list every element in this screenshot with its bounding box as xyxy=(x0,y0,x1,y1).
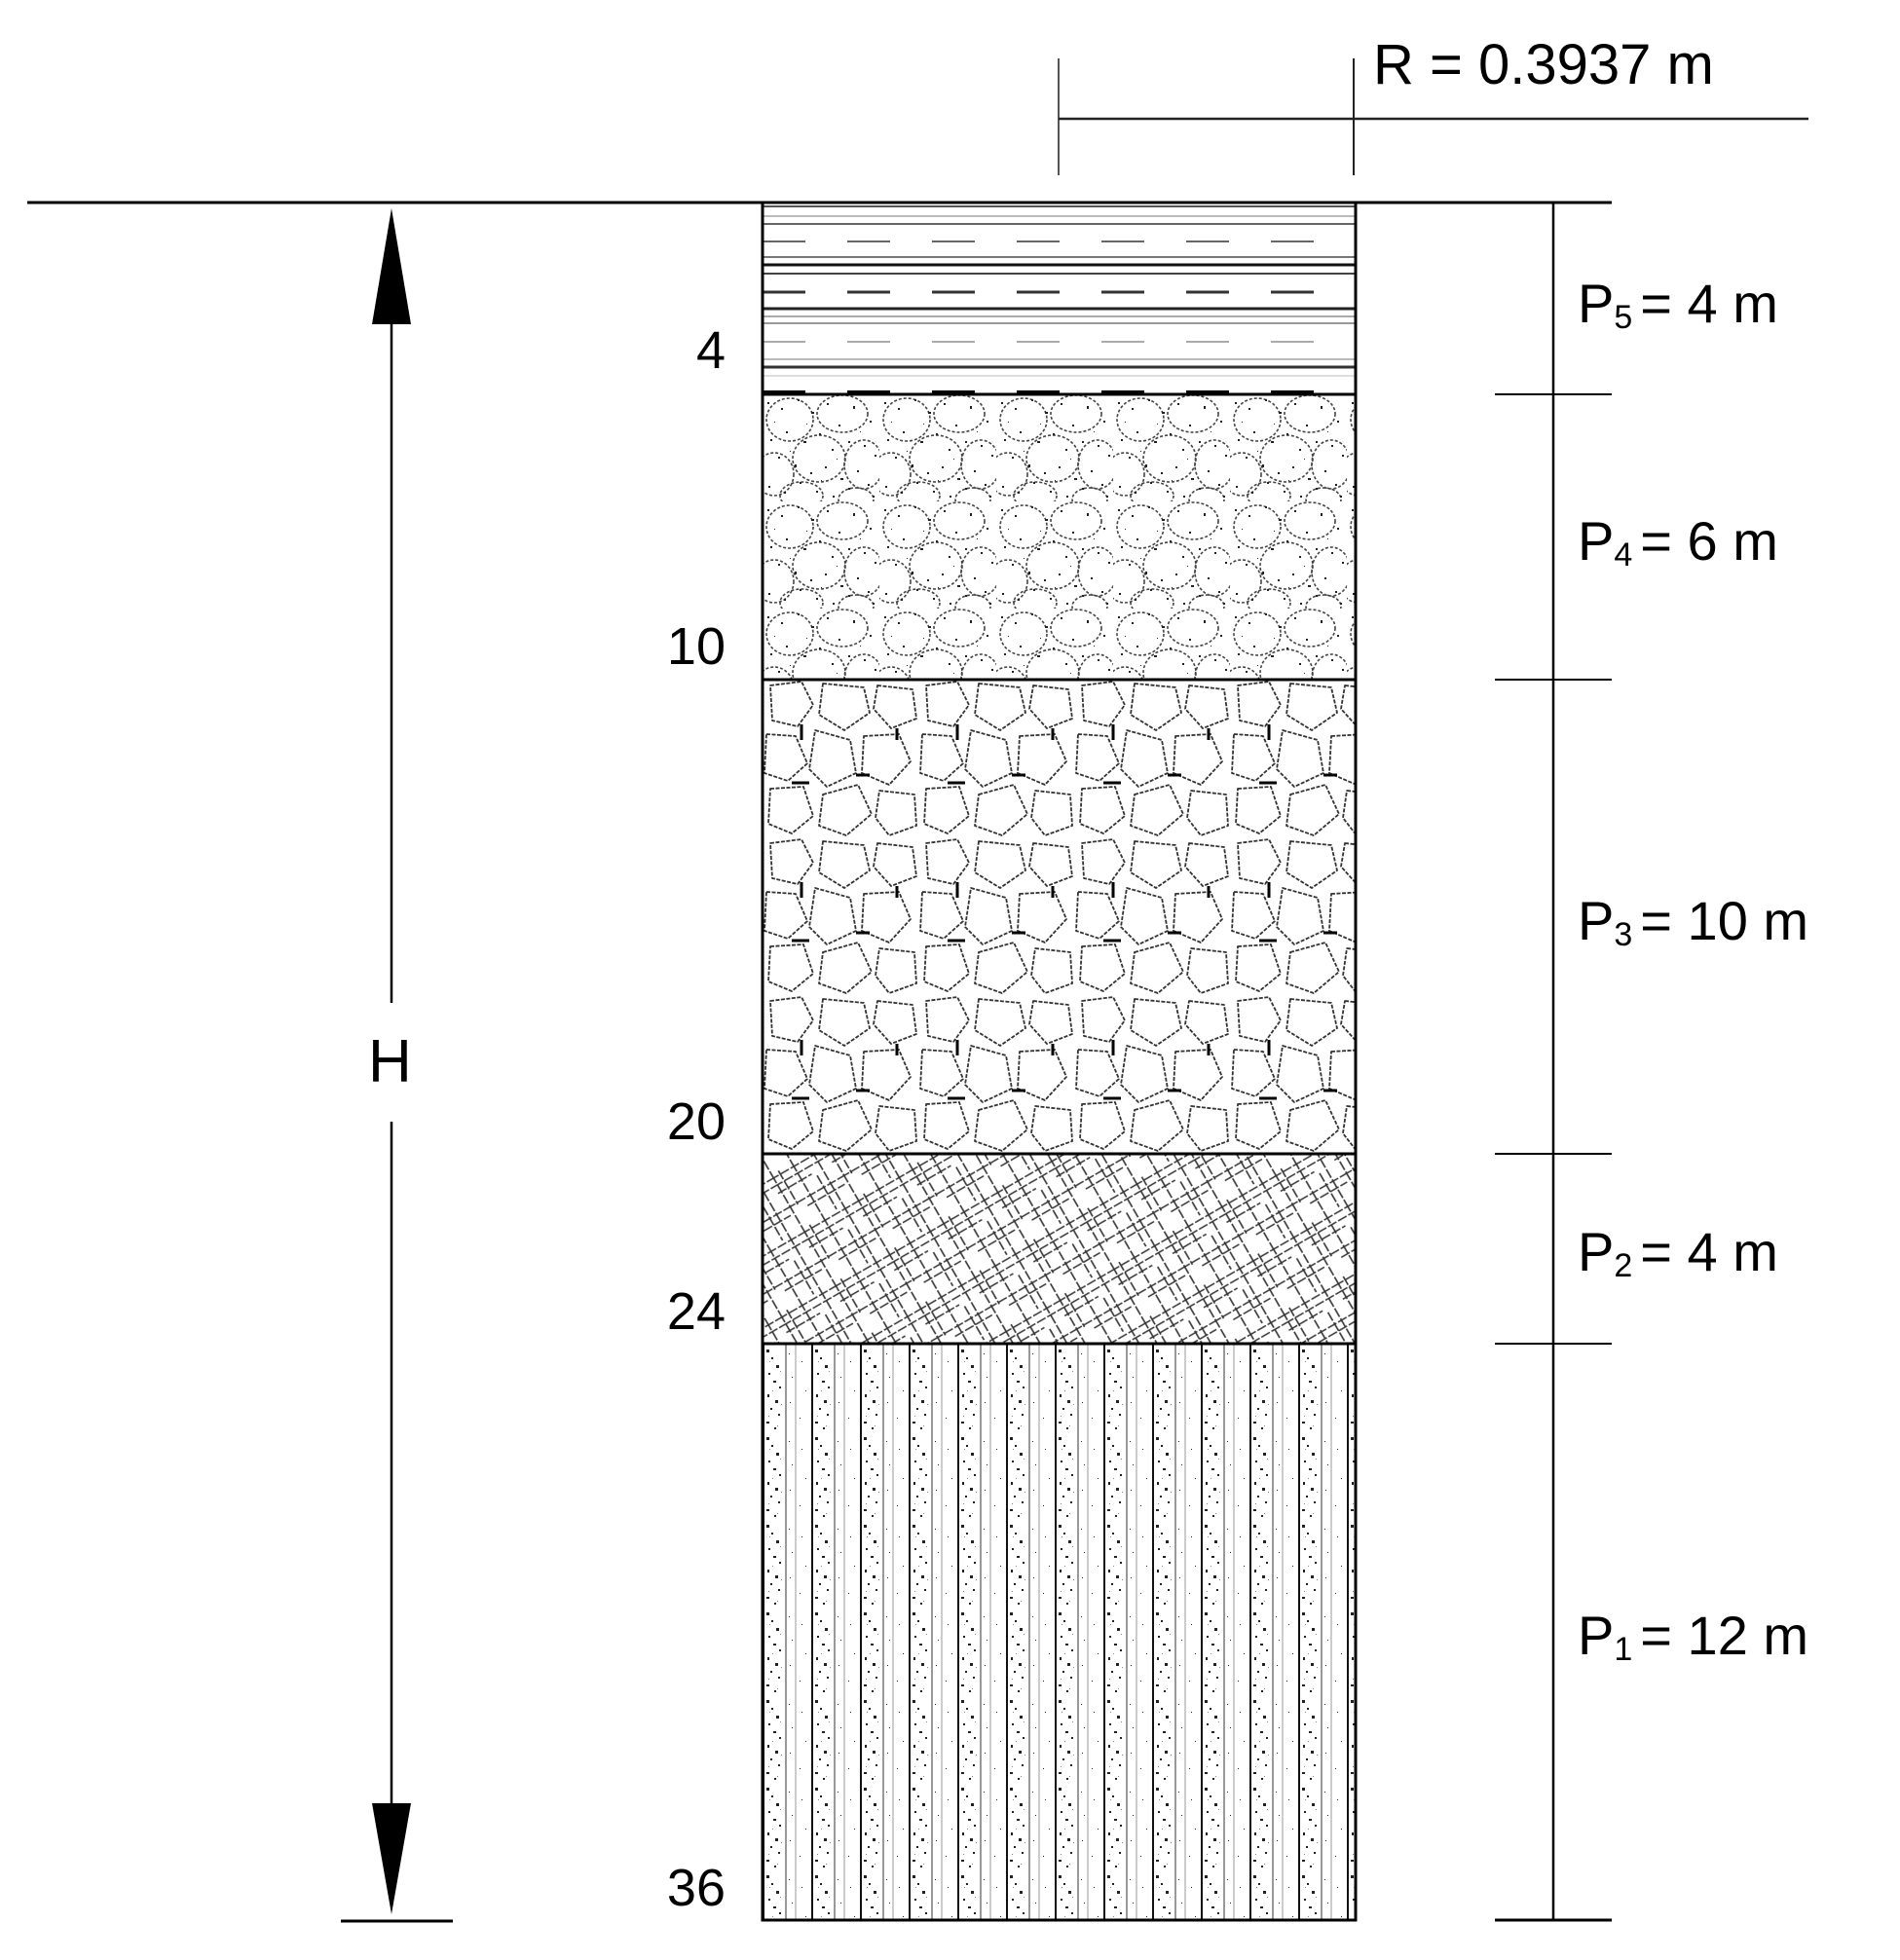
borehole-outline xyxy=(761,201,1358,1922)
borehole-column xyxy=(761,201,1358,1922)
layer-equals: = xyxy=(1640,273,1672,334)
layer-p3-fill xyxy=(763,680,1356,1154)
layer-label-p3: P3= 10 m xyxy=(1578,894,1808,952)
layer-thickness: 12 m xyxy=(1687,1605,1809,1666)
layer-thickness: 10 m xyxy=(1687,890,1809,951)
depth-tick-label: 24 xyxy=(666,1282,726,1341)
layer-symbol: P xyxy=(1578,273,1615,334)
layer-label-p2: P2= 4 m xyxy=(1578,1225,1778,1283)
layer-symbol: P xyxy=(1578,1221,1615,1282)
layer-thickness-dimension xyxy=(1495,203,1612,1922)
layer-equals: = xyxy=(1640,510,1672,572)
depth-tick-label: 10 xyxy=(666,617,726,676)
layer-equals: = xyxy=(1640,1221,1672,1282)
layer-p2-fill xyxy=(763,1154,1356,1344)
layer-index: 2 xyxy=(1614,1247,1633,1284)
total-height-dimension xyxy=(341,208,453,1923)
layer-symbol: P xyxy=(1578,510,1615,572)
layer-index: 1 xyxy=(1614,1631,1633,1668)
layer-symbol: P xyxy=(1578,890,1615,951)
depth-tick-label: 36 xyxy=(666,1859,726,1917)
radius-label: R = 0.3937 m xyxy=(1373,33,1714,96)
radius-dimension xyxy=(1058,58,1808,175)
layer-thickness: 4 m xyxy=(1687,273,1778,334)
height-label: H xyxy=(368,1028,412,1095)
layer-p5-fill xyxy=(763,203,1356,394)
layer-thickness: 4 m xyxy=(1687,1221,1778,1282)
layer-label-p1: P1= 12 m xyxy=(1578,1609,1808,1667)
layer-p1-fill xyxy=(763,1344,1356,1920)
layer-symbol: P xyxy=(1578,1605,1615,1666)
layer-index: 5 xyxy=(1614,299,1633,336)
layer-index: 4 xyxy=(1614,536,1633,573)
arrow-up-icon xyxy=(372,208,411,324)
depth-tick-label: 4 xyxy=(695,321,726,380)
layer-p4-fill xyxy=(763,394,1356,680)
layer-index: 3 xyxy=(1614,916,1633,953)
layer-label-p5: P5= 4 m xyxy=(1578,277,1778,335)
arrow-down-icon xyxy=(372,1803,411,1914)
layer-equals: = xyxy=(1640,890,1672,951)
layer-label-p4: P4= 6 m xyxy=(1578,514,1778,573)
layer-thickness: 6 m xyxy=(1687,510,1778,572)
layer-equals: = xyxy=(1640,1605,1672,1666)
depth-tick-label: 20 xyxy=(666,1092,726,1151)
